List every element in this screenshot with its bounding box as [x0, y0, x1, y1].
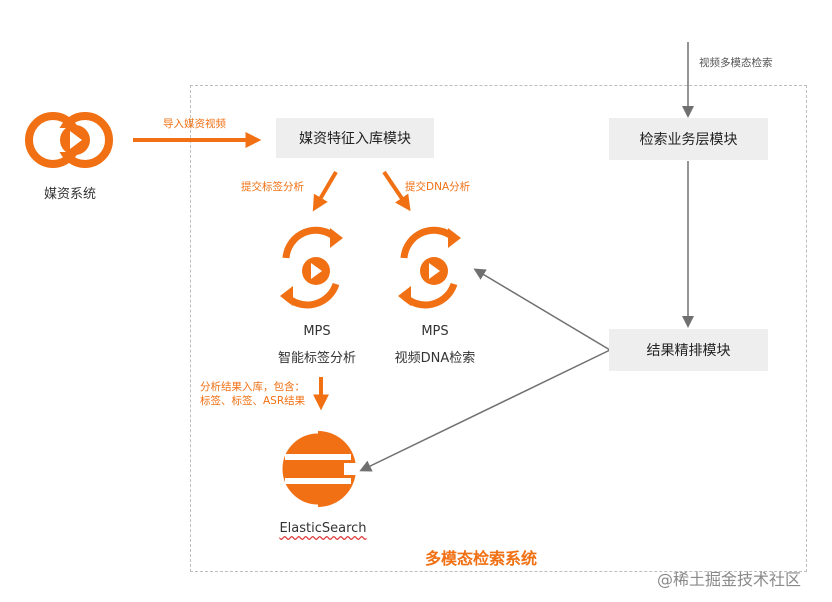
video-query-label: 视频多模态检索: [699, 57, 773, 69]
rerank-module-box: 结果精排模块: [609, 329, 768, 371]
media-system-label: 媒资系统: [43, 187, 96, 202]
system-title: 多模态检索系统: [425, 549, 538, 568]
mps-label-title: MPS: [303, 324, 331, 339]
mps-dna-sub: 视频DNA检索: [394, 351, 476, 366]
mps-refresh-play-icon: [280, 226, 343, 309]
arrow-rerank-to-dna: [473, 268, 611, 351]
mps-label-sub: 智能标签分析: [277, 351, 356, 366]
import-video-label: 导入媒资视频: [163, 118, 226, 130]
store-results-line2: 标签、标签、ASR结果: [200, 395, 306, 407]
system-boundary: [190, 85, 807, 572]
arrow-submit-label: [312, 170, 338, 212]
store-results-line1: 分析结果入库，包含：: [200, 381, 305, 393]
arrow-submit-dna: [382, 170, 411, 212]
ingest-module-label: 媒资特征入库模块: [299, 131, 411, 147]
elasticsearch-label: ElasticSearch: [279, 521, 367, 536]
media-cloud-play-icon: [25, 112, 113, 168]
arrow-rerank-to-es: [359, 349, 611, 472]
submit-label-label: 提交标签分析: [241, 181, 304, 193]
search-service-box: 检索业务层模块: [609, 118, 768, 160]
watermark: @稀土掘金技术社区: [657, 570, 802, 589]
submit-dna-label: 提交DNA分析: [405, 181, 471, 193]
search-service-label: 检索业务层模块: [639, 132, 738, 148]
mps-dna-refresh-play-icon: [398, 226, 461, 309]
mps-dna-title: MPS: [421, 324, 449, 339]
ingest-module-box: 媒资特征入库模块: [276, 118, 434, 158]
rerank-module-label: 结果精排模块: [646, 343, 731, 359]
elasticsearch-icon: [277, 428, 358, 510]
